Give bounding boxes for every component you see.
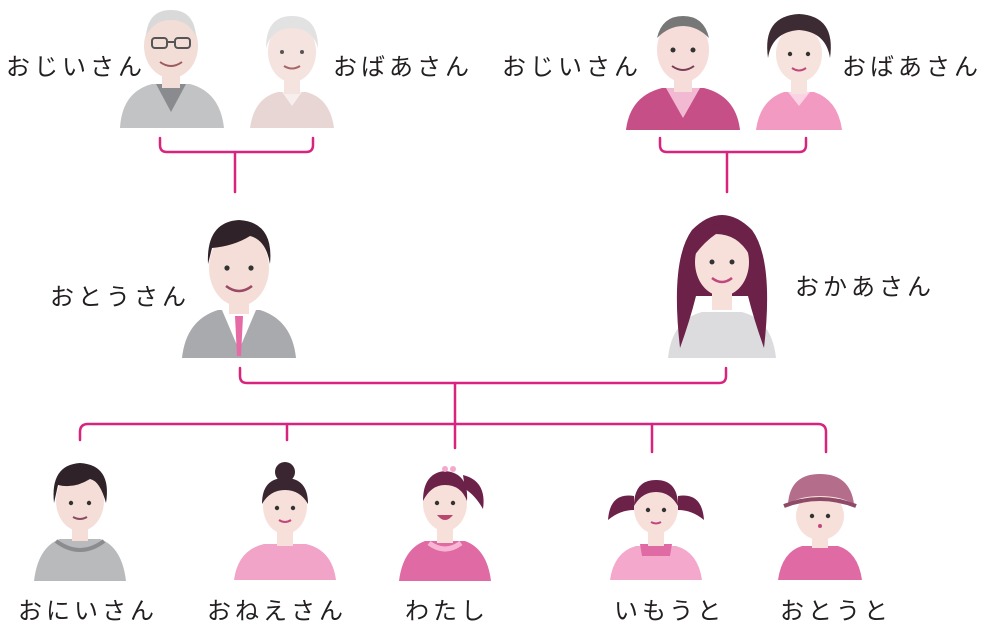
connector-lines [78, 136, 828, 454]
girl-ponytail-portrait [399, 466, 491, 581]
label-self: わたし [405, 597, 489, 625]
elderly-woman-portrait [250, 16, 334, 128]
label-maternal-grandfather: おじいさん [502, 53, 642, 81]
paternal-grandparents-bracket [158, 136, 315, 154]
man-in-suit-portrait [182, 220, 296, 358]
label-paternal-grandfather: おじいさん [6, 53, 146, 81]
elderly-man-portrait [626, 16, 740, 130]
toddler-cap-portrait [778, 474, 862, 580]
label-paternal-grandmother: おばあさん [333, 53, 473, 81]
maternal-grandparents-bracket [658, 136, 808, 154]
label-mother: おかあさん [795, 273, 935, 301]
label-elder-sister: おねえさん [207, 597, 347, 625]
label-younger-sister: いもうと [614, 597, 726, 625]
elderly-man-portrait [120, 10, 224, 128]
label-younger-brother: おとうと [780, 597, 892, 625]
elderly-woman-portrait [756, 14, 842, 130]
label-elder-brother: おにいさん [18, 597, 158, 625]
girl-pigtails-portrait [608, 480, 704, 580]
parents-bracket [238, 366, 728, 385]
label-maternal-grandmother: おばあさん [842, 53, 982, 81]
teen-boy-hoodie-portrait [34, 463, 126, 581]
girl-hair-bun-portrait [234, 462, 336, 580]
children-bracket [78, 422, 828, 454]
label-father: おとうさん [50, 283, 190, 311]
woman-long-hair-portrait [668, 215, 776, 358]
